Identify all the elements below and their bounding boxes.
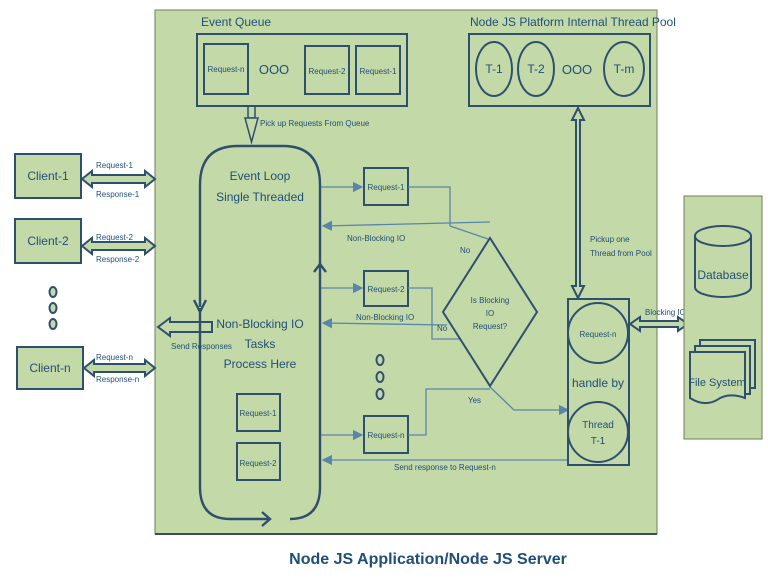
database-label: Database: [697, 268, 749, 282]
decision-no-label: No: [460, 246, 471, 255]
loop-arrowhead-down: [192, 299, 208, 315]
request-n-flow: [408, 388, 490, 436]
handler-request-label: Request-n: [580, 330, 617, 339]
loop-request-box: [236, 442, 281, 481]
client-ellipsis-dot: [48, 286, 58, 298]
client-box: [14, 153, 82, 199]
decision-diamond: [441, 236, 539, 388]
page-title: Node JS Application/Node JS Server: [289, 551, 567, 568]
flow-request-label: Request-1: [368, 183, 405, 192]
handler-thread-label: T-1: [591, 436, 606, 447]
thread-label: T-1: [485, 62, 503, 76]
request-1-flow: [408, 186, 451, 226]
decision-label: Request?: [473, 322, 508, 331]
handler-thread-circle: [567, 401, 629, 463]
decision-yes-label: Yes: [468, 396, 481, 405]
client-response-label: Response-1: [96, 190, 140, 199]
send-response-label: Send response to Request-n: [394, 463, 496, 472]
handler-request-circle: [567, 302, 629, 364]
flow-ellipsis-dot: [375, 388, 385, 400]
non-blocking-return-2: [321, 317, 448, 329]
event-loop-title: Event Loop: [230, 169, 291, 183]
handler-thread-label: Thread: [582, 420, 614, 431]
client-ellipsis-dot: [48, 318, 58, 330]
event-loop-return: [198, 308, 268, 521]
client-double-arrow: [80, 168, 157, 190]
pickup-thread-label: Pickup one: [590, 235, 630, 244]
event-loop-track: [198, 144, 322, 521]
client-response-label: Response-2: [96, 255, 140, 264]
flow-request-box: [363, 415, 409, 454]
flow-request-box: [363, 270, 409, 307]
handle-by-label: handle by: [572, 376, 624, 390]
thread-ellipsis: OOO: [562, 62, 592, 77]
queue-ellipsis: OOO: [259, 62, 289, 77]
loop-request-box: [236, 393, 281, 432]
flow-request-label: Request-n: [368, 431, 405, 440]
queue-item-label: Request-n: [208, 65, 245, 74]
client-request-label: Request-2: [96, 233, 133, 242]
non-blocking-io-label: Non-Blocking IO: [347, 234, 405, 243]
queue-item-label: Request-1: [360, 67, 397, 76]
loop-arrowhead-right: [261, 511, 272, 527]
flow-request-label: Request-2: [368, 285, 405, 294]
flow-ellipsis-dot: [375, 354, 385, 366]
pickup-arrow-head: [244, 117, 259, 145]
thread-circle: [603, 41, 645, 97]
loop-request-label: Request-2: [240, 459, 277, 468]
client-label: Client-n: [29, 361, 70, 375]
send-responses-arrow: [156, 316, 213, 338]
thread-pool-label: Node JS Platform Internal Thread Pool: [470, 15, 676, 29]
thread-label: T-m: [614, 62, 635, 76]
client-response-label: Response-n: [96, 375, 139, 384]
blocking-io-label: Blocking IO: [645, 308, 686, 317]
event-loop-subtitle: Single Threaded: [216, 190, 304, 204]
file-system-icon: [689, 351, 746, 404]
client-request-label: Request-1: [96, 161, 133, 170]
client-label: Client-2: [27, 234, 69, 248]
thread-label: T-2: [527, 62, 545, 76]
queue-item: [304, 45, 350, 95]
pickup-thread-label: Thread from Pool: [590, 249, 652, 258]
database-cylinder: [694, 236, 752, 298]
nbio-tasks-line1: Non-Blocking IO: [216, 317, 303, 331]
queue-item-label: Request-2: [309, 67, 346, 76]
database-top: [694, 225, 752, 247]
thread-circle: [517, 41, 555, 97]
pickup-label: Pick up Requests From Queue: [260, 119, 370, 128]
client-double-arrow: [80, 235, 157, 257]
yes-to-handler: [489, 386, 570, 416]
send-responses-label: Send Responses: [171, 342, 232, 351]
loop-request-label: Request-1: [240, 409, 277, 418]
non-blocking-io-label: Non-Blocking IO: [356, 313, 414, 322]
client-label: Client-1: [27, 169, 69, 183]
nbio-tasks-line3: Process Here: [224, 357, 297, 371]
decision-label: Is Blocking: [471, 296, 510, 305]
client-box: [16, 346, 84, 390]
blocking-io-arrow: [628, 315, 690, 333]
loop-arrowhead-up: [313, 262, 327, 273]
client-double-arrow: [82, 357, 157, 379]
decision-label: IO: [486, 309, 494, 318]
client-request-label: Request-n: [96, 353, 133, 362]
event-queue-label: Event Queue: [201, 15, 271, 29]
nbio-tasks-line2: Tasks: [245, 337, 276, 351]
thread-circle: [475, 41, 513, 97]
flow-ellipsis-dot: [375, 371, 385, 383]
queue-item: [355, 45, 401, 95]
request-1-to-decision: [449, 225, 492, 241]
client-box: [14, 218, 82, 264]
file-system-label: File System: [688, 377, 745, 389]
client-ellipsis-dot: [48, 302, 58, 314]
queue-item: [203, 43, 249, 95]
decision-no-label: No: [437, 324, 448, 333]
request-2-flow: [408, 287, 460, 340]
non-blocking-return-1: [321, 220, 491, 231]
